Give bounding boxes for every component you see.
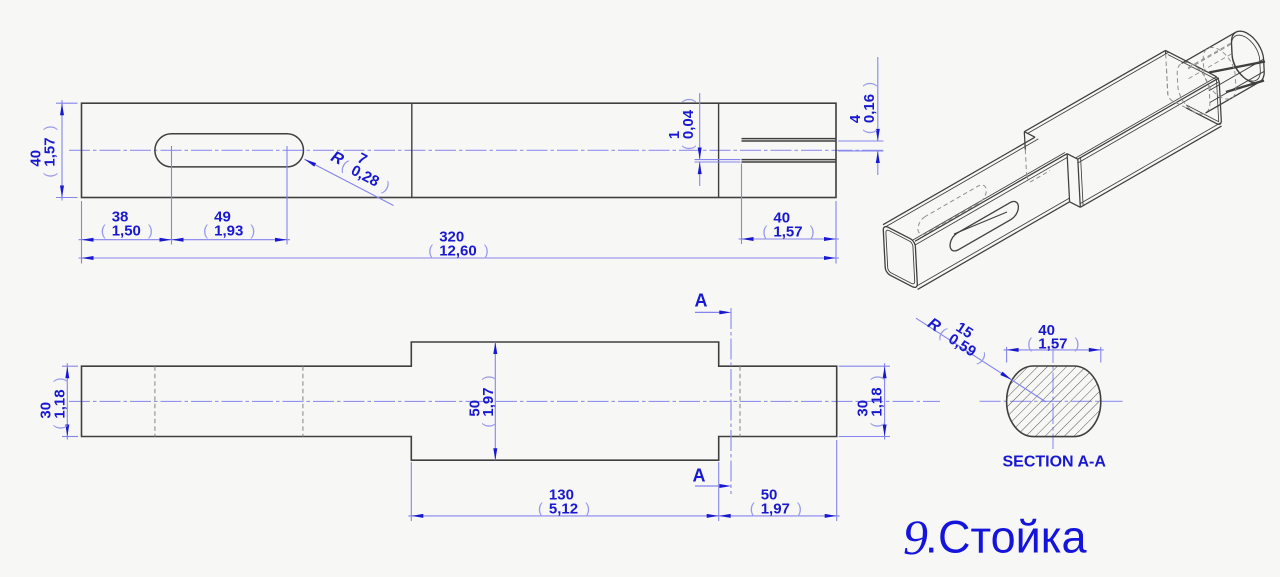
svg-text:1,97: 1,97 bbox=[761, 501, 790, 518]
svg-text:): ) bbox=[585, 501, 590, 518]
svg-text:1,97: 1,97 bbox=[480, 387, 497, 416]
svg-text:(: ( bbox=[41, 173, 58, 178]
svg-text:5,12: 5,12 bbox=[549, 501, 578, 518]
svg-text:SECTION A-A: SECTION A-A bbox=[1002, 454, 1106, 471]
svg-text:): ) bbox=[148, 222, 153, 239]
svg-text:50: 50 bbox=[761, 487, 778, 504]
svg-text:(: ( bbox=[861, 129, 878, 134]
svg-text:38: 38 bbox=[112, 209, 129, 226]
svg-text:130: 130 bbox=[549, 487, 574, 504]
svg-text:(: ( bbox=[1027, 336, 1032, 353]
svg-text:): ) bbox=[810, 223, 815, 240]
svg-text:320: 320 bbox=[439, 229, 464, 246]
svg-text:(: ( bbox=[52, 425, 69, 430]
svg-text:40: 40 bbox=[28, 150, 45, 167]
svg-text:1: 1 bbox=[666, 131, 683, 139]
svg-text:1,57: 1,57 bbox=[41, 137, 58, 166]
svg-text:(: ( bbox=[538, 501, 543, 518]
svg-text:9: 9 bbox=[903, 509, 928, 565]
svg-text:.: . bbox=[925, 512, 938, 563]
svg-text:Стойка: Стойка bbox=[938, 512, 1087, 563]
svg-text:15: 15 bbox=[953, 319, 976, 342]
svg-text:30: 30 bbox=[38, 402, 55, 419]
svg-text:1,57: 1,57 bbox=[773, 223, 802, 240]
svg-text:4: 4 bbox=[847, 114, 864, 123]
svg-text:40: 40 bbox=[1038, 322, 1055, 339]
svg-text:): ) bbox=[868, 375, 885, 380]
svg-text:(: ( bbox=[680, 145, 697, 150]
svg-text:A: A bbox=[695, 291, 708, 311]
svg-text:): ) bbox=[52, 377, 69, 382]
svg-text:1,18: 1,18 bbox=[868, 387, 885, 416]
svg-text:40: 40 bbox=[773, 210, 790, 227]
svg-text:1,50: 1,50 bbox=[112, 222, 141, 239]
svg-text:A: A bbox=[693, 466, 706, 486]
svg-text:(: ( bbox=[868, 423, 885, 428]
svg-text:1,93: 1,93 bbox=[214, 222, 243, 239]
svg-text:(: ( bbox=[203, 222, 208, 239]
svg-text:(: ( bbox=[101, 222, 106, 239]
svg-text:(: ( bbox=[428, 242, 433, 259]
svg-text:(: ( bbox=[762, 223, 767, 240]
svg-text:(: ( bbox=[480, 423, 497, 428]
svg-text:): ) bbox=[680, 98, 697, 103]
svg-text:12,60: 12,60 bbox=[439, 242, 477, 259]
svg-text:): ) bbox=[797, 501, 802, 518]
svg-text:): ) bbox=[861, 82, 878, 87]
svg-text:1,57: 1,57 bbox=[1038, 336, 1067, 353]
svg-text:): ) bbox=[250, 222, 255, 239]
svg-text:30: 30 bbox=[855, 400, 872, 417]
svg-text:(: ( bbox=[750, 501, 755, 518]
svg-text:50: 50 bbox=[466, 400, 483, 417]
svg-text:): ) bbox=[480, 375, 497, 380]
svg-text:): ) bbox=[1075, 336, 1080, 353]
svg-text:): ) bbox=[41, 125, 58, 130]
svg-text:): ) bbox=[484, 242, 489, 259]
svg-text:0,04: 0,04 bbox=[680, 109, 697, 139]
svg-text:1,18: 1,18 bbox=[52, 389, 69, 418]
svg-text:49: 49 bbox=[214, 209, 231, 226]
svg-text:0,16: 0,16 bbox=[861, 94, 878, 123]
